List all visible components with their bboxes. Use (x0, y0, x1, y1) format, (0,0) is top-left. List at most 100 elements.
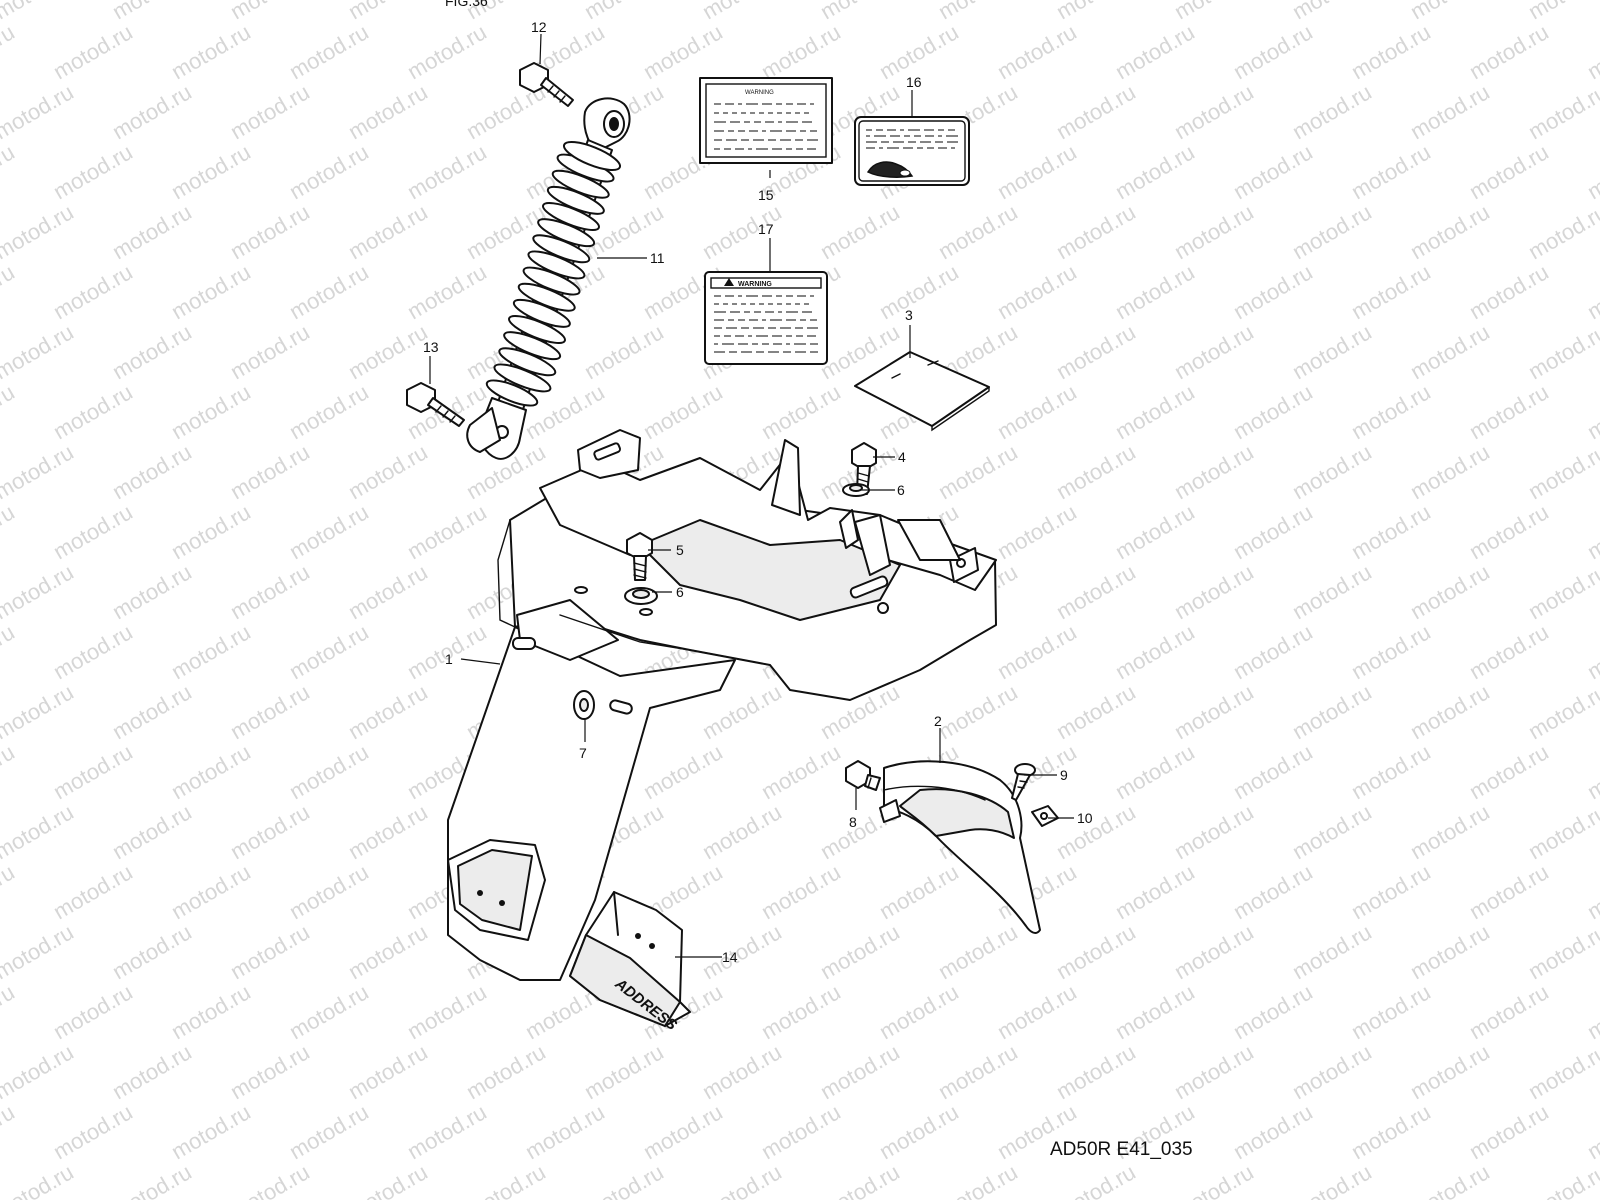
watermark-text: motod.ru (1347, 19, 1435, 84)
watermark-text: motod.ru (344, 679, 432, 744)
watermark-text: motod.ru (1170, 79, 1258, 144)
part-12-bolt (519, 62, 574, 107)
watermark-text: motod.ru (1465, 499, 1553, 564)
watermark-text: motod.ru (403, 499, 491, 564)
watermark-text: motod.ru (1524, 0, 1600, 24)
watermark-text: motod.ru (993, 19, 1081, 84)
watermark-text: motod.ru (1347, 259, 1435, 324)
watermark-text: motod.ru (108, 1159, 196, 1200)
watermark-text: motod.ru (1111, 859, 1199, 924)
part-4-bolt (851, 442, 877, 495)
watermark-text: motod.ru (875, 979, 963, 1044)
watermark-text: motod.ru (1170, 1039, 1258, 1104)
callout-number: 6 (676, 584, 684, 600)
watermark-text: motod.ru (1347, 739, 1435, 804)
watermark-text: motod.ru (1406, 1039, 1494, 1104)
watermark-text: motod.ru (1288, 199, 1376, 264)
watermark-text: motod.ru (344, 439, 432, 504)
watermark-text: motod.ru (226, 1039, 314, 1104)
watermark-text: motod.ru (1229, 619, 1317, 684)
watermark-text: motod.ru (1465, 619, 1553, 684)
part-10-clip-nut (1031, 805, 1059, 827)
watermark-text: motod.ru (167, 1099, 255, 1164)
watermark-text: motod.ru (1111, 379, 1199, 444)
watermark-text: motod.ru (1347, 859, 1435, 924)
watermark-text: motod.ru (1524, 79, 1600, 144)
watermark-text: motod.ru (1052, 919, 1140, 984)
part-5-bolt (626, 532, 653, 581)
watermark-text: motod.ru (1111, 739, 1199, 804)
watermark-text: motod.ru (285, 739, 373, 804)
watermark-text: motod.ru (1524, 199, 1600, 264)
label-15-title: WARNING (745, 90, 774, 96)
watermark-text: motod.ru (1111, 979, 1199, 1044)
watermark-text: motod.ru (1524, 1159, 1600, 1200)
watermark-text: motod.ru (344, 919, 432, 984)
watermark-text: motod.ru (226, 319, 314, 384)
watermark-text: motod.ru (1229, 19, 1317, 84)
watermark-text: motod.ru (1524, 319, 1600, 384)
watermark-text: motod.ru (226, 1159, 314, 1200)
watermark-text: motod.ru (1111, 259, 1199, 324)
watermark-text: motod.ru (403, 139, 491, 204)
watermark-text: motod.ru (344, 199, 432, 264)
watermark-text: motod.ru (1465, 1099, 1553, 1164)
watermark-text: motod.ru (0, 439, 78, 504)
watermark-text: motod.ru (1524, 919, 1600, 984)
callout-leaders (429, 33, 1074, 958)
watermark-text: motod.ru (403, 979, 491, 1044)
watermark-text: motod.ru (1524, 559, 1600, 624)
watermark-text: motod.ru (639, 379, 727, 444)
watermark-text: motod.ru (1111, 499, 1199, 564)
part-13-bolt (406, 382, 465, 427)
watermark-text: motod.ru (344, 559, 432, 624)
callout-number: 17 (758, 221, 774, 237)
watermark-text: motod.ru (1465, 379, 1553, 444)
watermark-text: motod.ru (1229, 739, 1317, 804)
watermark-text: motod.ru (0, 79, 78, 144)
watermark-text: motod.ru (1052, 319, 1140, 384)
watermark-text: motod.ru (285, 139, 373, 204)
watermark-text: motod.ru (108, 799, 196, 864)
watermark-text: motod.ru (108, 1039, 196, 1104)
watermark-text: motod.ru (993, 499, 1081, 564)
watermark-text: motod.ru (1583, 619, 1600, 684)
watermark-text: motod.ru (1583, 379, 1600, 444)
watermark-text: motod.ru (167, 499, 255, 564)
watermark-text: motod.ru (1052, 1159, 1140, 1200)
spring-coil (493, 363, 552, 393)
watermark-text: motod.ru (757, 1099, 845, 1164)
watermark-text: motod.ru (403, 1099, 491, 1164)
watermark-text: motod.ru (580, 1159, 668, 1200)
callout-number: 6 (897, 482, 905, 498)
watermark-text: motod.ru (1052, 1039, 1140, 1104)
label-17-text-lines (714, 295, 818, 353)
callout-number: 2 (934, 713, 942, 729)
watermark-text: motod.ru (1583, 739, 1600, 804)
watermark-text: motod.ru (1170, 199, 1258, 264)
watermark-text: motod.ru (1170, 919, 1258, 984)
watermark-text: motod.ru (226, 439, 314, 504)
watermark-text: motod.ru (1288, 919, 1376, 984)
watermark-text: motod.ru (49, 379, 137, 444)
watermark-text: motod.ru (1347, 499, 1435, 564)
watermark-text: motod.ru (0, 379, 19, 444)
watermark-text: motod.ru (1229, 259, 1317, 324)
watermark-text: motod.ru (49, 619, 137, 684)
watermark-text: motod.ru (1111, 19, 1199, 84)
watermark-text: motod.ru (285, 1099, 373, 1164)
watermark-text: motod.ru (49, 139, 137, 204)
callout-number: 16 (906, 74, 922, 90)
watermark-text: motod.ru (1347, 139, 1435, 204)
watermark-text: motod.ru (344, 79, 432, 144)
watermark-text: motod.ru (167, 259, 255, 324)
watermark-text: motod.ru (1052, 799, 1140, 864)
watermark-text: motod.ru (0, 259, 19, 324)
watermark-text: motod.ru (875, 859, 963, 924)
watermark-text: motod.ru (698, 799, 786, 864)
watermark-text: motod.ru (1288, 679, 1376, 744)
watermark-text: motod.ru (1583, 259, 1600, 324)
part-14-mud-flap: ADDRESS (569, 891, 691, 1034)
watermark-text: motod.ru (49, 979, 137, 1044)
